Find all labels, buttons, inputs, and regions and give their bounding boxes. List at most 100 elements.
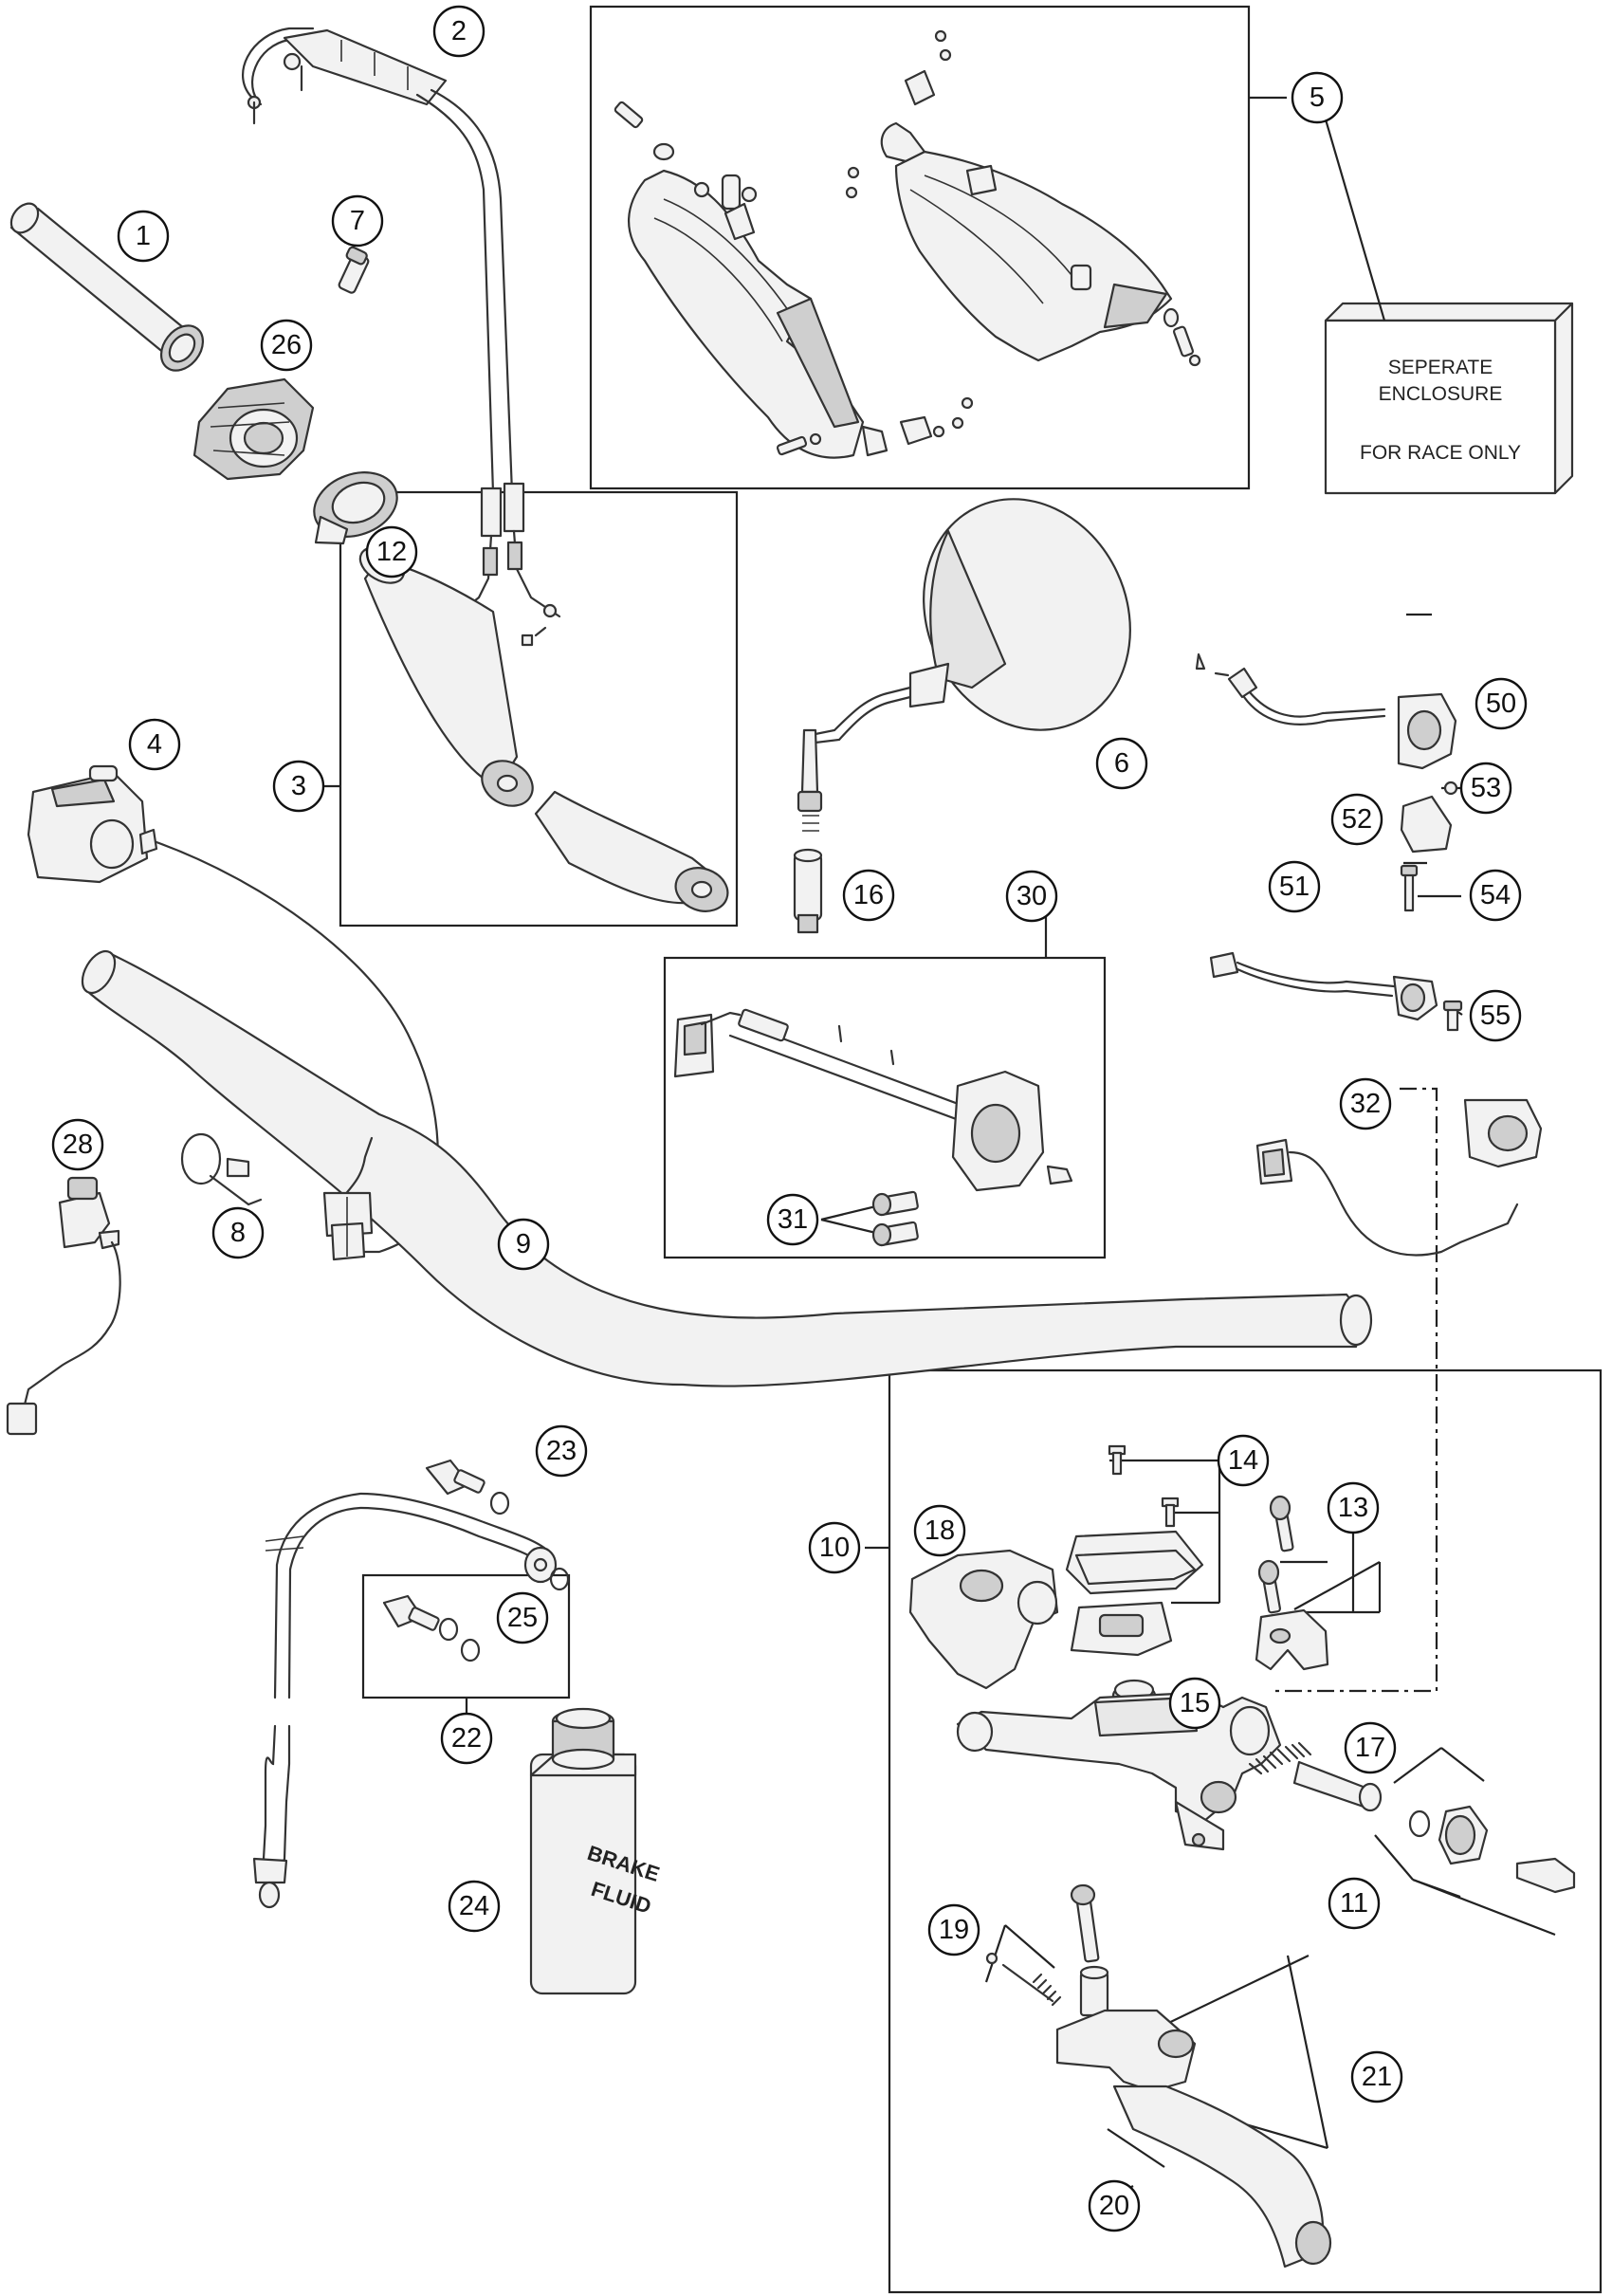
callout-7-number: 7 bbox=[350, 206, 365, 236]
handguards-part bbox=[614, 29, 1201, 459]
switch-cover-52-part bbox=[1400, 795, 1453, 854]
hand-brake-cylinder-frame bbox=[888, 1368, 1603, 2294]
callout-15-number: 15 bbox=[1180, 1688, 1210, 1718]
enclosure-line-2: ENCLOSURE bbox=[1379, 383, 1503, 405]
callout-3-number: 3 bbox=[291, 771, 306, 801]
callout-52: 52 bbox=[1330, 793, 1383, 846]
callout-21-number: 21 bbox=[1362, 2062, 1392, 2092]
callout-19: 19 bbox=[927, 1903, 980, 1956]
callout-6: 6 bbox=[1095, 737, 1148, 790]
lever-pivot-parts bbox=[985, 1883, 1109, 2017]
callout-21: 21 bbox=[1350, 2050, 1403, 2103]
callout-2-number: 2 bbox=[451, 16, 467, 46]
callout-52-number: 52 bbox=[1342, 804, 1372, 835]
callout-30: 30 bbox=[1005, 870, 1058, 923]
enclosure-line-3: FOR RACE ONLY bbox=[1360, 442, 1521, 464]
reservoir-cover-part bbox=[1065, 1444, 1204, 1657]
throttle-grip-part bbox=[9, 202, 205, 372]
callout-16-number: 16 bbox=[853, 880, 884, 910]
callout-31-number: 31 bbox=[778, 1204, 808, 1235]
callout-28: 28 bbox=[51, 1118, 104, 1171]
grips-part bbox=[358, 546, 729, 912]
wiring-connector bbox=[322, 1136, 374, 1261]
callout-14: 14 bbox=[1217, 1434, 1270, 1487]
callout-54-number: 54 bbox=[1480, 880, 1511, 910]
callout-14-number: 14 bbox=[1228, 1445, 1258, 1476]
callout-22: 22 bbox=[440, 1712, 493, 1765]
brake-line-part bbox=[252, 1459, 570, 1909]
callout-15: 15 bbox=[1168, 1677, 1221, 1730]
separate-enclosure-box: SEPERATE ENCLOSURE FOR RACE ONLY bbox=[1324, 302, 1574, 495]
handlebar-part bbox=[81, 949, 1373, 1387]
callout-22-number: 22 bbox=[451, 1723, 482, 1754]
callout-19-number: 19 bbox=[939, 1915, 969, 1945]
screw-55-part bbox=[1442, 1000, 1463, 1032]
callout-20-number: 20 bbox=[1099, 2191, 1129, 2221]
callout-54: 54 bbox=[1469, 869, 1522, 922]
throttle-housing-part bbox=[192, 377, 315, 481]
clutch-switch-part bbox=[6, 1176, 121, 1436]
callout-23-number: 23 bbox=[546, 1436, 577, 1466]
callout-2: 2 bbox=[432, 5, 485, 58]
callout-17-number: 17 bbox=[1355, 1733, 1385, 1763]
callout-50: 50 bbox=[1475, 677, 1528, 730]
callout-23: 23 bbox=[535, 1424, 588, 1478]
callout-53-number: 53 bbox=[1471, 773, 1501, 803]
screw-53-part bbox=[1443, 781, 1458, 796]
screws-31-part bbox=[871, 1190, 919, 1247]
callout-31: 31 bbox=[766, 1193, 819, 1246]
master-cylinder-part bbox=[956, 1691, 1282, 1851]
kill-switch-group-frame bbox=[663, 956, 1107, 1259]
alignment-dash-line bbox=[1275, 1087, 1438, 1693]
screw-7-part bbox=[338, 246, 370, 294]
callout-7: 7 bbox=[331, 194, 384, 248]
callout-11-number: 11 bbox=[1340, 1888, 1368, 1919]
kill-switch-part bbox=[673, 1008, 1073, 1192]
grips-group-frame bbox=[339, 490, 739, 928]
callout-17: 17 bbox=[1344, 1721, 1397, 1774]
callout-4: 4 bbox=[128, 718, 181, 771]
left-switch-part bbox=[27, 764, 439, 1254]
callout-6-number: 6 bbox=[1114, 748, 1129, 779]
mirror-part bbox=[797, 498, 1131, 832]
callout-8: 8 bbox=[211, 1206, 265, 1259]
callout-4-number: 4 bbox=[147, 729, 162, 760]
callout-30-number: 30 bbox=[1017, 881, 1047, 911]
callout-26: 26 bbox=[260, 319, 313, 372]
callout-55-number: 55 bbox=[1480, 1001, 1511, 1031]
callout-32: 32 bbox=[1339, 1077, 1392, 1130]
callout-12: 12 bbox=[365, 525, 418, 579]
throttle-cables-part bbox=[242, 27, 561, 647]
callout-1: 1 bbox=[117, 210, 170, 263]
callout-12-number: 12 bbox=[376, 537, 407, 567]
callout-13-number: 13 bbox=[1338, 1493, 1368, 1523]
clamp-part bbox=[1255, 1495, 1329, 1671]
callout-9-number: 9 bbox=[516, 1229, 531, 1259]
callout-11: 11 bbox=[1328, 1877, 1381, 1930]
throttle-ring-part bbox=[313, 471, 398, 545]
callout-32-number: 32 bbox=[1350, 1089, 1381, 1119]
callout-9: 9 bbox=[497, 1218, 550, 1271]
callout-5: 5 bbox=[1291, 71, 1344, 124]
switch-51-part bbox=[1209, 951, 1438, 1021]
callout-8-number: 8 bbox=[230, 1218, 246, 1248]
callout-26-number: 26 bbox=[271, 330, 302, 360]
callout-51-number: 51 bbox=[1279, 872, 1310, 902]
brake-fluid-bottle-part: BRAKE FLUID bbox=[529, 1707, 663, 1995]
callout-10-number: 10 bbox=[819, 1533, 850, 1563]
push-rod-part bbox=[1408, 1805, 1576, 1894]
callout-25: 25 bbox=[496, 1591, 549, 1644]
callout-5-number: 5 bbox=[1310, 83, 1325, 113]
handguard-group-frame bbox=[589, 5, 1251, 490]
enclosure-line-1: SEPERATE bbox=[1388, 357, 1493, 378]
screw-54-part bbox=[1400, 864, 1419, 912]
switch-32-part bbox=[1255, 1098, 1543, 1257]
lever-cover-part bbox=[908, 1549, 1059, 1690]
cable-tie-part bbox=[180, 1132, 263, 1206]
callout-3: 3 bbox=[272, 760, 325, 813]
piston-spring-part bbox=[1248, 1741, 1383, 1812]
brake-lever-part bbox=[1055, 2009, 1332, 2268]
callout-20: 20 bbox=[1088, 2179, 1141, 2232]
callout-55: 55 bbox=[1469, 989, 1522, 1042]
